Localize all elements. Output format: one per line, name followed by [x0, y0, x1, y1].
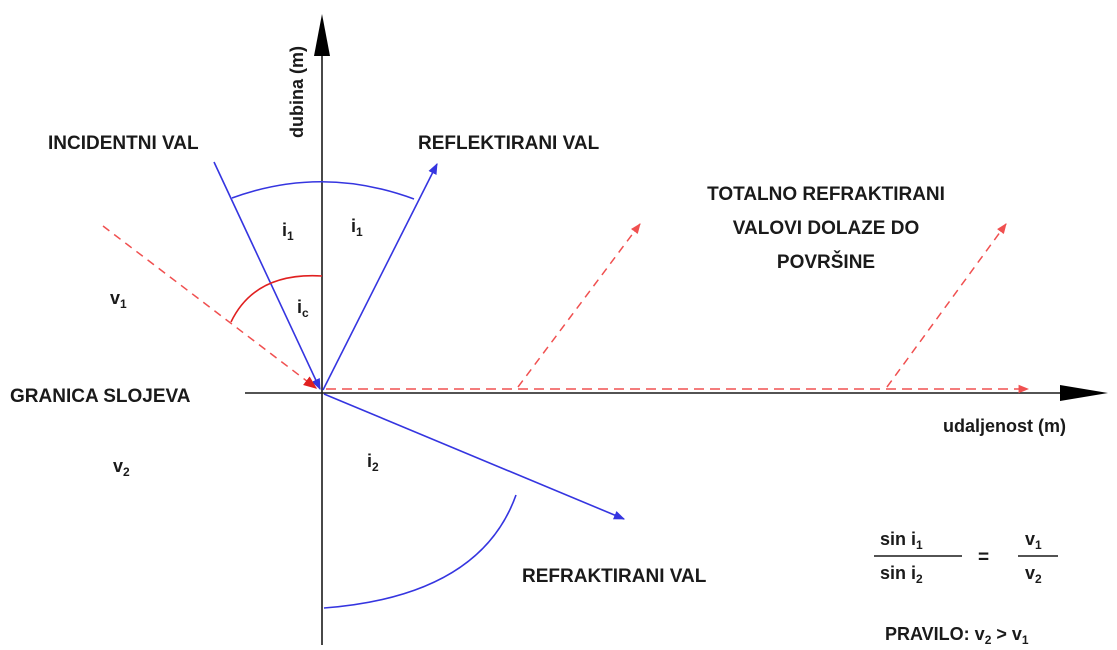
incident-ray — [213, 161, 321, 391]
formula-numerator-right: v1 — [1025, 529, 1042, 552]
reflected-ray — [322, 163, 438, 391]
critical-angle-arc — [230, 274, 323, 323]
refracted-ray — [323, 393, 626, 520]
incident-wave-label: INCIDENTNI VAL — [48, 133, 199, 154]
critical-incident-ray — [102, 225, 318, 389]
total-refraction-line-3: POVRŠINE — [777, 251, 875, 273]
vertical-axis-arrow-icon — [314, 14, 330, 56]
total-refraction-line-1: TOTALNO REFRAKTIRANI — [707, 184, 945, 205]
total-refraction-line-2: VALOVI DOLAZE DO — [733, 218, 919, 239]
formula-equals: = — [978, 547, 989, 568]
layer-v1-label: v1 — [110, 288, 127, 311]
snell-formula: sin i1 sin i2 = v1 v2 — [874, 529, 1058, 586]
horizontal-axis-arrow-icon — [1060, 385, 1108, 401]
formula-denominator-left: sin i2 — [880, 563, 923, 586]
refraction-arc — [323, 494, 517, 609]
rule-text: PRAVILO: v2 > v1 — [885, 624, 1029, 647]
layer-v2-label: v2 — [113, 456, 130, 479]
reflected-wave-label: REFLEKTIRANI VAL — [418, 133, 600, 154]
angle-i1-left: i1 — [282, 220, 294, 243]
total-refracted-ray-1 — [517, 223, 641, 388]
angle-i2: i2 — [367, 451, 379, 474]
formula-denominator-right: v2 — [1025, 563, 1042, 586]
refracted-wave-label: REFRAKTIRANI VAL — [522, 566, 707, 587]
total-refracted-ray-2 — [886, 223, 1007, 388]
vertical-axis-label: dubina (m) — [287, 46, 307, 138]
angle-i1-right: i1 — [351, 216, 363, 239]
horizontal-axis-label: udaljenost (m) — [943, 416, 1066, 436]
boundary-label: GRANICA SLOJEVA — [10, 386, 191, 407]
formula-numerator-left: sin i1 — [880, 529, 923, 552]
angle-ic: ic — [297, 297, 309, 320]
incidence-reflection-arc — [231, 180, 415, 200]
